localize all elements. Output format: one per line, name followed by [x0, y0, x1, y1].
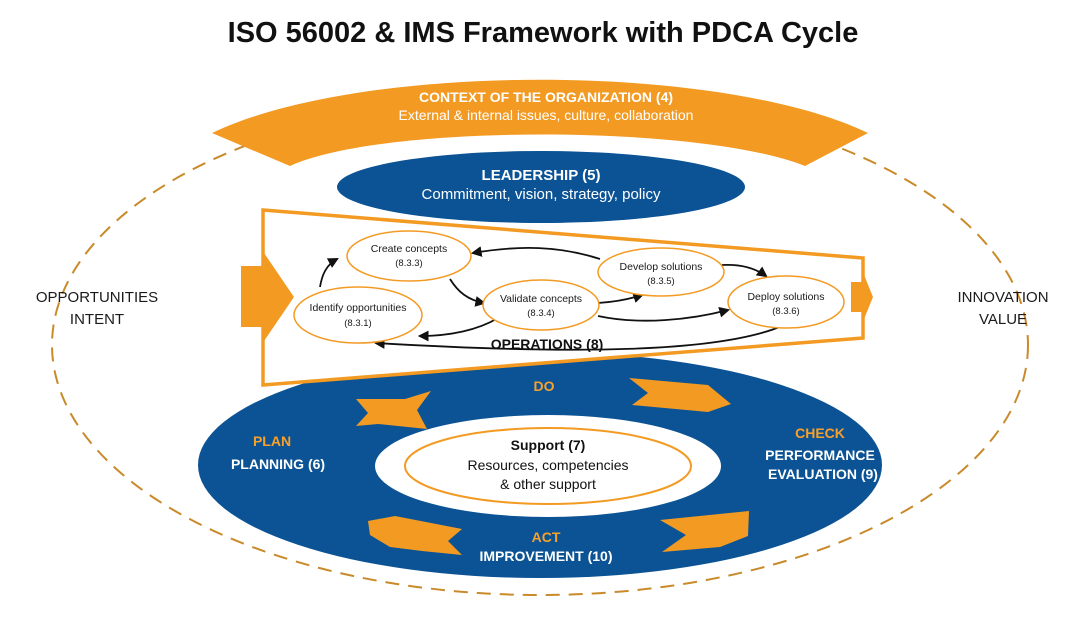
node-deploy-solutions: Deploy solutions (8.3.6): [727, 275, 845, 329]
node-identify-opportunities: Identify opportunities (8.3.1): [293, 286, 423, 344]
check-act-chevron: [660, 511, 749, 552]
plan-do-chevron: [356, 391, 431, 429]
support-title: Support (7): [511, 437, 586, 453]
page-title: ISO 56002 & IMS Framework with PDCA Cycl…: [228, 17, 859, 49]
check-label: CHECK: [795, 425, 845, 441]
flow-arrow-validate-to-deploy: [597, 306, 731, 322]
node-validate-concepts: Validate concepts (8.3.4): [482, 279, 600, 331]
flow-arrow-validate-to-identify: [417, 317, 499, 342]
context-title: CONTEXT OF THE ORGANIZATION (4): [419, 89, 673, 105]
context-subtitle: External & internal issues, culture, col…: [399, 107, 694, 123]
improvement-label: IMPROVEMENT (10): [479, 548, 612, 564]
operations-label: OPERATIONS (8): [491, 336, 604, 352]
flow-arrow-develop-to-create: [470, 246, 601, 260]
support-line-2: & other support: [500, 476, 596, 492]
node-validate-concepts-title: Validate concepts: [500, 293, 582, 305]
node-validate-concepts-code: (8.3.4): [527, 308, 554, 319]
node-deploy-solutions-code: (8.3.6): [772, 306, 799, 317]
performance-label: PERFORMANCE: [765, 447, 875, 463]
node-develop-solutions-title: Develop solutions: [620, 261, 703, 273]
support-line-1: Resources, competencies: [467, 457, 628, 473]
support-inner-ring: [404, 427, 692, 505]
support-outer-ellipse: [375, 415, 721, 517]
do-check-chevron: [629, 378, 731, 412]
plan-label: PLAN: [253, 433, 291, 449]
leadership-ellipse: [337, 151, 745, 223]
node-deploy-solutions-title: Deploy solutions: [747, 291, 824, 303]
flow-arrow-feedback-loop: [373, 325, 783, 351]
flow-arrow-validate-to-develop: [597, 292, 645, 304]
node-create-concepts: Create concepts (8.3.3): [346, 230, 472, 282]
planning-label: PLANNING (6): [231, 456, 325, 472]
node-develop-solutions-code: (8.3.5): [647, 276, 674, 287]
do-label: DO: [534, 378, 555, 394]
leadership-title: LEADERSHIP (5): [482, 167, 601, 184]
flow-arrow-identify-to-create: [319, 257, 339, 288]
node-identify-opportunities-code: (8.3.1): [344, 318, 371, 329]
node-create-concepts-code: (8.3.3): [395, 258, 422, 269]
node-develop-solutions: Develop solutions (8.3.5): [597, 247, 725, 297]
act-plan-chevron: [368, 516, 462, 555]
right-side-label-1: INNOVATION: [957, 289, 1048, 306]
node-identify-opportunities-title: Identify opportunities: [310, 302, 407, 314]
right-side-label-2: VALUE: [979, 311, 1027, 328]
leadership-subtitle: Commitment, vision, strategy, policy: [422, 186, 661, 203]
left-side-label-2: INTENT: [70, 311, 124, 328]
left-side-label-1: OPPORTUNITIES: [36, 289, 158, 306]
flow-arrow-develop-to-deploy: [721, 263, 768, 278]
input-arrow: [241, 250, 294, 344]
evaluation-label: EVALUATION (9): [768, 466, 878, 482]
node-create-concepts-title: Create concepts: [371, 243, 447, 255]
context-banner: [212, 79, 868, 166]
output-arrow: [851, 270, 873, 324]
act-label: ACT: [532, 529, 561, 545]
flow-arrow-create-to-validate: [449, 278, 487, 307]
